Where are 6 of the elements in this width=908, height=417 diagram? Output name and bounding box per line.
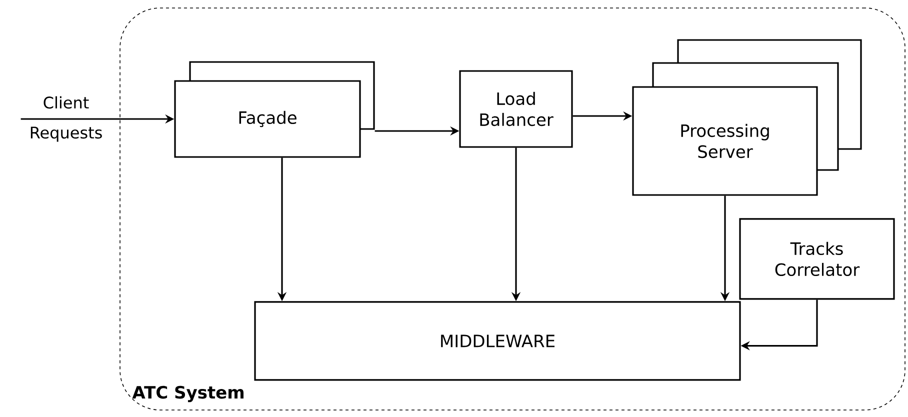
- stacked-boxes: Façade: [174, 61, 375, 158]
- process-box: Tracks Correlator: [739, 218, 895, 300]
- input-label: Client Requests: [30, 96, 102, 142]
- process-box: MIDDLEWARE: [254, 301, 741, 381]
- stacked-boxes: Processing Server: [632, 39, 862, 196]
- process-box: Load Balancer: [459, 70, 573, 148]
